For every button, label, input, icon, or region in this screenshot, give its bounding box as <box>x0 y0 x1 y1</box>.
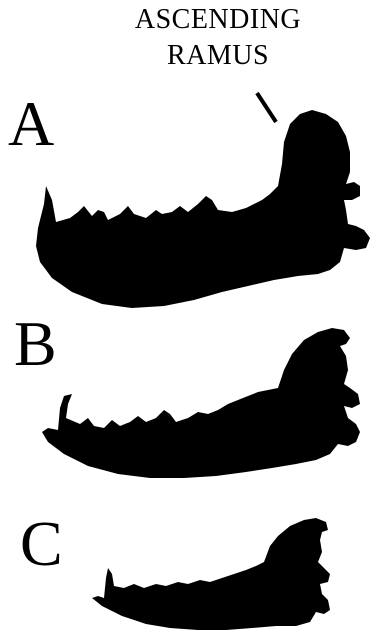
jaw-c-silhouette <box>92 518 330 630</box>
jaw-b-silhouette <box>42 328 360 478</box>
jaw-a-silhouette <box>36 110 370 308</box>
callout-leader-line <box>257 93 276 122</box>
